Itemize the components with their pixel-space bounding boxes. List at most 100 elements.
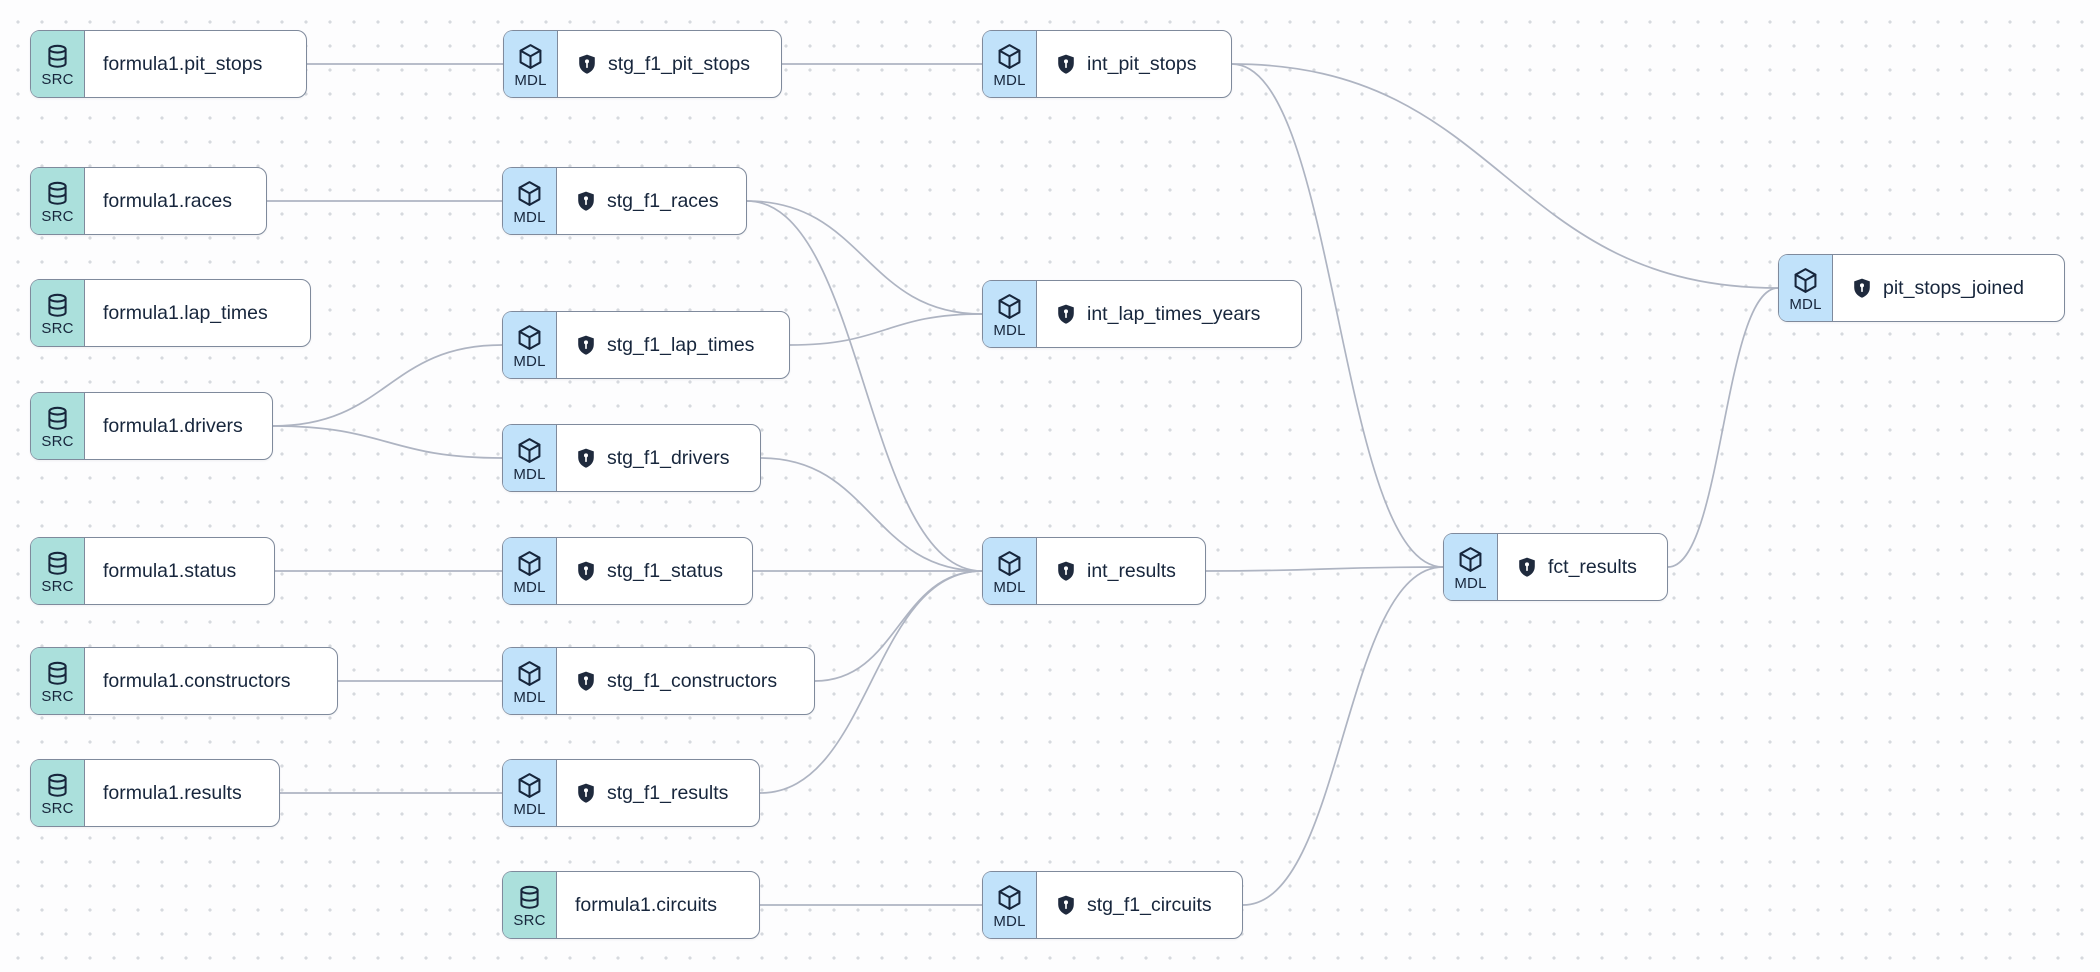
node-label: fct_results bbox=[1548, 555, 1637, 578]
model-type-badge: MDL bbox=[1444, 534, 1498, 600]
lineage-node-pit_stops_joined[interactable]: MDL pit_stops_joined bbox=[1778, 254, 2065, 322]
lineage-edge-stg_races-to-int_lap_times_years bbox=[746, 200, 983, 315]
node-label: stg_f1_constructors bbox=[607, 669, 778, 692]
lineage-edge-src_drivers-to-stg_lap_times bbox=[272, 344, 503, 427]
database-icon bbox=[516, 884, 543, 911]
node-label: pit_stops_joined bbox=[1883, 276, 2024, 299]
source-type-badge: SRC bbox=[31, 648, 85, 714]
model-type-badge: MDL bbox=[503, 760, 557, 826]
node-label: formula1.constructors bbox=[103, 669, 291, 692]
node-body: fct_results bbox=[1498, 534, 1667, 600]
badge-label: MDL bbox=[514, 71, 547, 89]
badge-label: MDL bbox=[1789, 295, 1822, 313]
lineage-edge-stg_lap_times-to-int_lap_times_years bbox=[789, 313, 983, 346]
source-type-badge: SRC bbox=[31, 31, 85, 97]
node-label: int_lap_times_years bbox=[1087, 302, 1261, 325]
database-icon bbox=[44, 292, 71, 319]
model-type-badge: MDL bbox=[503, 168, 557, 234]
node-label: stg_f1_drivers bbox=[607, 446, 730, 469]
node-body: formula1.lap_times bbox=[85, 280, 310, 346]
model-cube-icon bbox=[995, 883, 1024, 912]
badge-label: MDL bbox=[993, 71, 1026, 89]
shield-lock-icon bbox=[1851, 277, 1873, 299]
source-type-badge: SRC bbox=[31, 393, 85, 459]
source-type-badge: SRC bbox=[31, 280, 85, 346]
node-body: stg_f1_results bbox=[557, 760, 759, 826]
lineage-edge-int_pit_stops-to-fct_results bbox=[1231, 63, 1444, 568]
node-label: stg_f1_circuits bbox=[1087, 893, 1212, 916]
model-cube-icon bbox=[995, 42, 1024, 71]
model-type-badge: MDL bbox=[983, 281, 1037, 347]
database-icon bbox=[44, 660, 71, 687]
lineage-node-int_lap_times_years[interactable]: MDL int_lap_times_years bbox=[982, 280, 1302, 348]
node-body: int_pit_stops bbox=[1037, 31, 1231, 97]
node-label: formula1.circuits bbox=[575, 893, 717, 916]
node-label: formula1.pit_stops bbox=[103, 52, 263, 75]
badge-label: MDL bbox=[513, 352, 546, 370]
model-type-badge: MDL bbox=[983, 31, 1037, 97]
source-type-badge: SRC bbox=[503, 872, 557, 938]
node-label: stg_f1_results bbox=[607, 781, 729, 804]
model-type-badge: MDL bbox=[983, 538, 1037, 604]
lineage-edge-fct_results-to-pit_stops_joined bbox=[1667, 287, 1779, 568]
model-type-badge: MDL bbox=[503, 312, 557, 378]
node-body: formula1.results bbox=[85, 760, 279, 826]
model-cube-icon bbox=[515, 549, 544, 578]
model-cube-icon bbox=[515, 771, 544, 800]
shield-lock-icon bbox=[1055, 894, 1077, 916]
badge-label: SRC bbox=[41, 577, 74, 595]
badge-label: SRC bbox=[41, 70, 74, 88]
lineage-node-stg_f1_results[interactable]: MDL stg_f1_results bbox=[502, 759, 760, 827]
shield-lock-icon bbox=[575, 334, 597, 356]
node-body: formula1.pit_stops bbox=[85, 31, 306, 97]
source-type-badge: SRC bbox=[31, 168, 85, 234]
model-cube-icon bbox=[515, 179, 544, 208]
node-body: stg_f1_status bbox=[557, 538, 752, 604]
lineage-node-stg_f1_status[interactable]: MDL stg_f1_status bbox=[502, 537, 753, 605]
badge-label: SRC bbox=[41, 319, 74, 337]
node-body: stg_f1_circuits bbox=[1037, 872, 1242, 938]
model-cube-icon bbox=[515, 659, 544, 688]
badge-label: MDL bbox=[993, 578, 1026, 596]
shield-lock-icon bbox=[1055, 560, 1077, 582]
lineage-node-formula1.pit_stops[interactable]: SRC formula1.pit_stops bbox=[30, 30, 307, 98]
model-cube-icon bbox=[515, 436, 544, 465]
lineage-node-formula1.circuits[interactable]: SRC formula1.circuits bbox=[502, 871, 760, 939]
node-body: formula1.drivers bbox=[85, 393, 272, 459]
model-cube-icon bbox=[515, 323, 544, 352]
lineage-node-formula1.lap_times[interactable]: SRC formula1.lap_times bbox=[30, 279, 311, 347]
lineage-node-stg_f1_constructors[interactable]: MDL stg_f1_constructors bbox=[502, 647, 815, 715]
shield-lock-icon bbox=[575, 560, 597, 582]
database-icon bbox=[44, 43, 71, 70]
model-type-badge: MDL bbox=[503, 538, 557, 604]
node-body: pit_stops_joined bbox=[1833, 255, 2064, 321]
lineage-node-formula1.constructors[interactable]: SRC formula1.constructors bbox=[30, 647, 338, 715]
model-cube-icon bbox=[516, 42, 545, 71]
lineage-edge-stg_drivers-to-int_results bbox=[760, 457, 983, 572]
shield-lock-icon bbox=[576, 53, 598, 75]
lineage-node-stg_f1_pit_stops[interactable]: MDL stg_f1_pit_stops bbox=[503, 30, 782, 98]
lineage-node-int_pit_stops[interactable]: MDL int_pit_stops bbox=[982, 30, 1232, 98]
node-body: formula1.constructors bbox=[85, 648, 337, 714]
node-body: stg_f1_pit_stops bbox=[558, 31, 781, 97]
node-label: stg_f1_pit_stops bbox=[608, 52, 751, 75]
lineage-node-fct_results[interactable]: MDL fct_results bbox=[1443, 533, 1668, 601]
database-icon bbox=[44, 772, 71, 799]
model-type-badge: MDL bbox=[1779, 255, 1833, 321]
source-type-badge: SRC bbox=[31, 760, 85, 826]
database-icon bbox=[44, 550, 71, 577]
badge-label: MDL bbox=[513, 800, 546, 818]
node-label: stg_f1_status bbox=[607, 559, 723, 582]
badge-label: MDL bbox=[513, 688, 546, 706]
